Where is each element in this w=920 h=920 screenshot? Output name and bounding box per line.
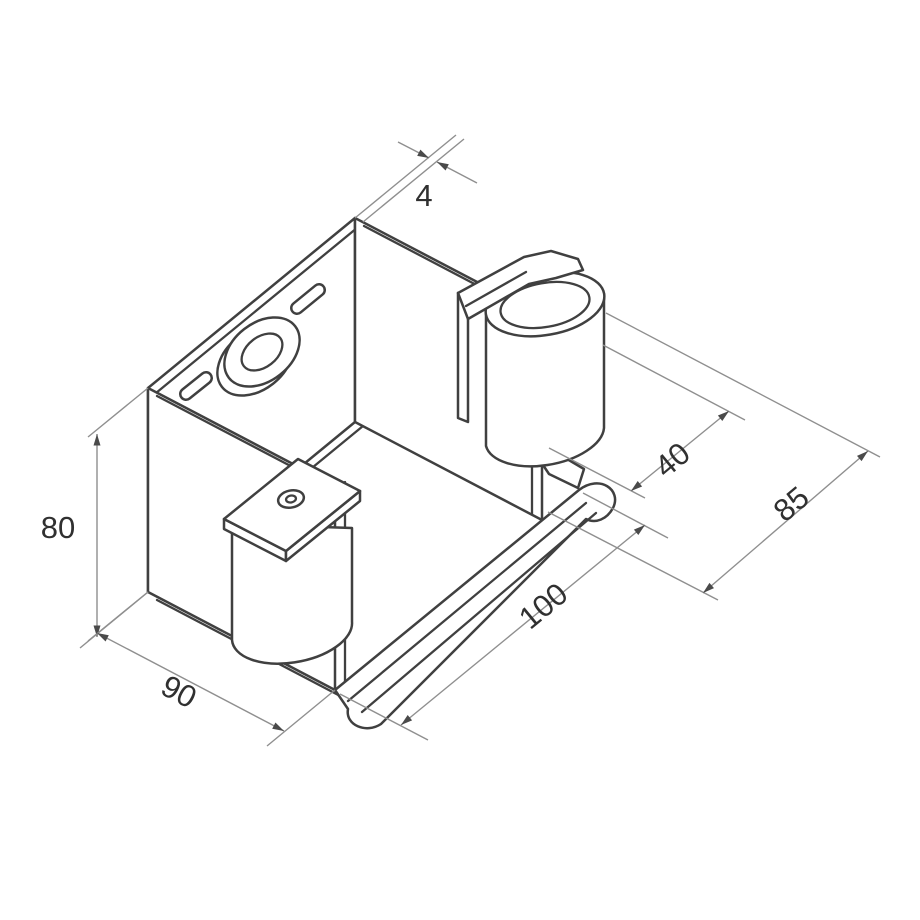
dimension-label-thickness: 4 [415,178,432,213]
hinge-strap-plate [456,249,585,321]
extension-line [354,134,457,219]
bottom-flap [333,482,617,730]
upper-roller-chamfer [499,280,591,330]
extension-line [547,511,719,601]
hinge-strap-edge [464,270,528,308]
upper-hinge-roller [484,292,606,468]
web-top-thickness-edge [154,221,365,395]
dimension-line [397,141,430,159]
mounting-hole-outer [223,316,301,388]
extension-line [79,591,149,649]
extension-line [266,689,336,747]
dimension-label-width: 90 [155,668,202,715]
extension-line [605,312,881,458]
extension-line [602,344,746,421]
extension-line [362,138,465,223]
dimension-line [96,632,285,732]
dimension-line [436,161,478,184]
dimension-label-height: 80 [41,510,75,545]
hinge-pin [276,489,306,509]
extension-line [582,492,669,539]
extension-line [339,693,429,741]
dimension-line [400,524,646,726]
dimension-line [630,410,730,492]
extension-line [87,387,149,438]
dimension-label-depth: 85 [767,479,816,528]
slot-hole-1-bore [181,373,211,399]
bracket-part [146,216,617,730]
mounting-hole-inner [240,332,284,372]
slot-hole-2-bore [292,285,324,313]
dimension-height: 80 [41,387,149,642]
dimension-thickness: 4 [354,134,478,223]
dimension-line [702,450,869,594]
extension-line [548,447,646,499]
hinge-pin-center [284,494,298,504]
